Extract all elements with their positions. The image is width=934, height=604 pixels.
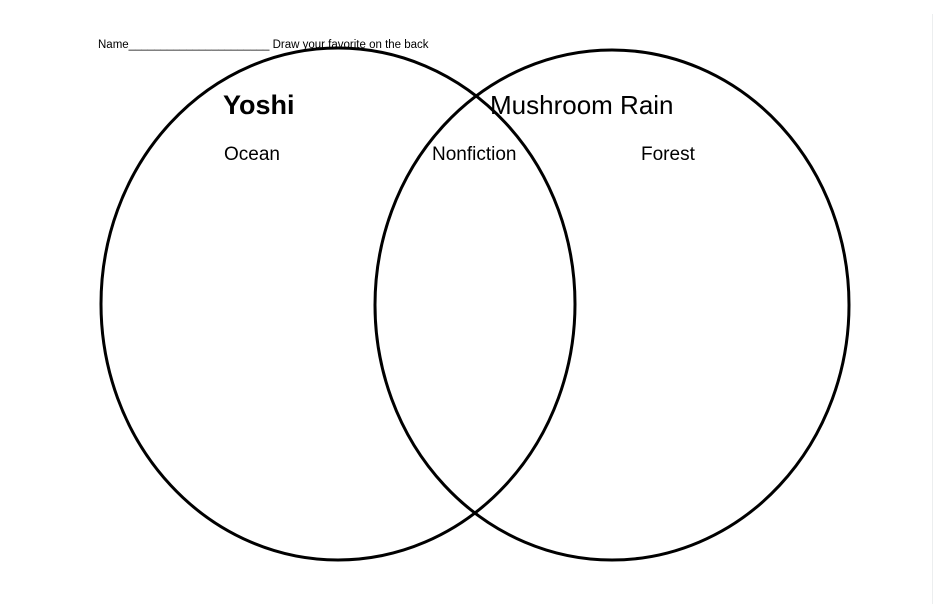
right-title: Mushroom Rain <box>490 90 674 120</box>
overlap-label: Nonfiction <box>432 144 517 165</box>
name-line-instruction: Name______________________ Draw your fav… <box>98 39 429 51</box>
left-label: Ocean <box>224 144 280 165</box>
left-circle <box>99 46 577 562</box>
left-title: Yoshi <box>223 90 295 120</box>
right-label: Forest <box>641 144 695 165</box>
right-circle <box>373 48 851 562</box>
page-edge <box>932 14 933 604</box>
